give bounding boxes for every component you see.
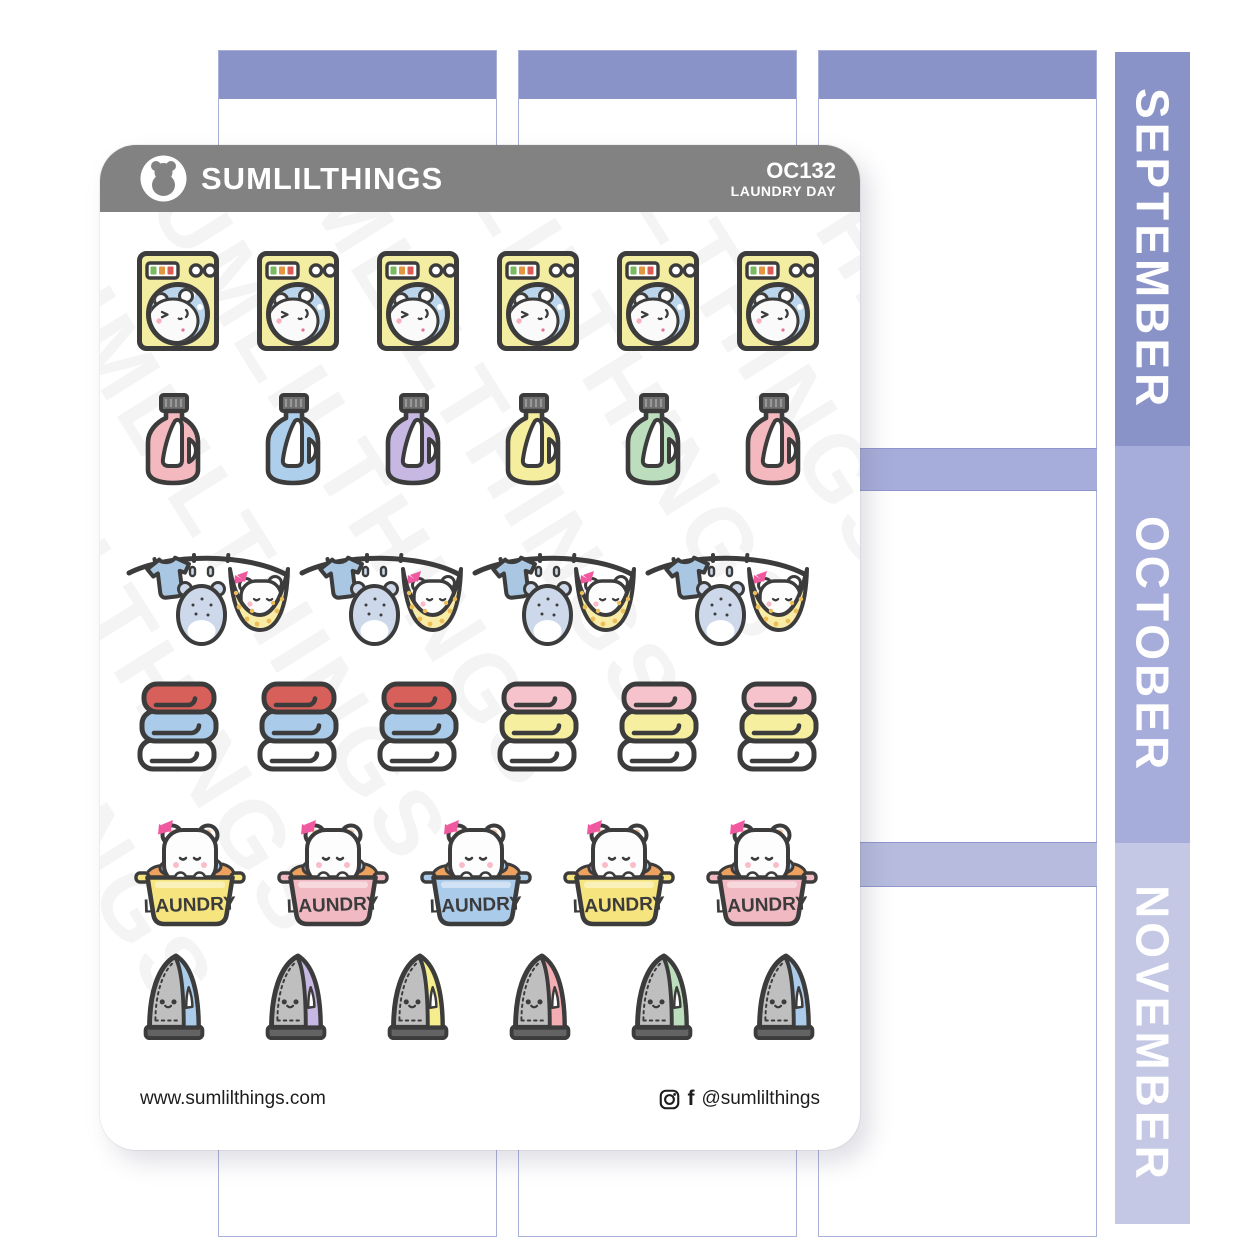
sticker-towel-stack	[733, 681, 821, 773]
social-handle: @sumlilthings	[701, 1088, 820, 1109]
svg-text:LAUNDRY: LAUNDRY	[715, 893, 808, 917]
sticker-clothesline-hamsters	[645, 537, 809, 661]
sticker-laundry-basket: LAUNDRY	[134, 818, 246, 930]
sticker-detergent-bottle	[140, 392, 206, 488]
sticker-washing-machine	[136, 250, 220, 352]
sticker-washing-machine	[376, 250, 460, 352]
sticker-towel-stack	[133, 681, 221, 773]
sticker-washing-machine	[616, 250, 700, 352]
sticker-clothesline-hamsters	[299, 537, 463, 661]
tab-september-label: SEPTEMBER	[1126, 87, 1179, 411]
tab-october: OCTOBER	[1115, 446, 1190, 843]
website-url: www.sumlilthings.com	[140, 1088, 326, 1109]
sticker-washing-machine	[496, 250, 580, 352]
sticker-towel-stack	[493, 681, 581, 773]
svg-text:LAUNDRY: LAUNDRY	[286, 893, 379, 917]
brand-hamster-logo-icon	[140, 155, 187, 202]
sticker-detergent-bottle	[500, 392, 566, 488]
sticker-iron	[748, 952, 820, 1042]
sticker-washing-machine	[256, 250, 340, 352]
sticker-washing-machine	[736, 250, 820, 352]
sticker-iron	[260, 952, 332, 1042]
row-washing-machines	[136, 250, 820, 352]
tab-september: SEPTEMBER	[1115, 52, 1190, 446]
tab-october-label: OCTOBER	[1126, 515, 1179, 774]
sticker-detergent-bottle	[380, 392, 446, 488]
sticker-towel-stack	[253, 681, 341, 773]
sticker-sheet: SUMLILTHINGS OC132 LAUNDRY DAY SUMLILTHI…	[100, 145, 860, 1150]
row-laundry-baskets: LAUNDRY LAUNDRY LAUNDRY LAUNDRY LAUNDRY	[134, 818, 818, 930]
planner-column-header	[219, 51, 496, 99]
row-towel-stacks	[133, 681, 821, 773]
facebook-icon: f	[687, 1086, 695, 1110]
sticker-iron	[382, 952, 454, 1042]
sticker-detergent-bottle	[620, 392, 686, 488]
sheet-header: SUMLILTHINGS OC132 LAUNDRY DAY	[100, 145, 860, 212]
sticker-detergent-bottle	[740, 392, 806, 488]
instagram-icon	[660, 1089, 680, 1109]
sticker-clothesline-hamsters	[472, 537, 636, 661]
row-irons	[138, 952, 820, 1042]
sheet-footer: www.sumlilthings.com f @sumlilthings	[140, 1088, 820, 1110]
planner-column-header	[819, 51, 1096, 99]
sticker-laundry-basket: LAUNDRY	[706, 818, 818, 930]
sticker-detergent-bottle	[260, 392, 326, 488]
row-clotheslines	[126, 537, 809, 661]
sticker-clothesline-hamsters	[126, 537, 290, 661]
sheet-sku: OC132	[766, 157, 836, 183]
sticker-iron	[138, 952, 210, 1042]
tab-november: NOVEMBER	[1115, 843, 1190, 1224]
sticker-laundry-basket: LAUNDRY	[563, 818, 675, 930]
planner-column-header	[519, 51, 796, 99]
sticker-iron	[626, 952, 698, 1042]
sticker-laundry-basket: LAUNDRY	[420, 818, 532, 930]
planner-section-bar	[818, 448, 1097, 491]
svg-text:LAUNDRY: LAUNDRY	[143, 893, 236, 917]
brand-name: SUMLILTHINGS	[201, 160, 444, 196]
sticker-laundry-basket: LAUNDRY	[277, 818, 389, 930]
sticker-iron	[504, 952, 576, 1042]
svg-text:LAUNDRY: LAUNDRY	[572, 893, 665, 917]
planner-section-bar	[818, 842, 1097, 887]
svg-text:LAUNDRY: LAUNDRY	[429, 893, 522, 917]
sticker-towel-stack	[373, 681, 461, 773]
tab-november-label: NOVEMBER	[1126, 884, 1179, 1183]
sticker-towel-stack	[613, 681, 701, 773]
sheet-title: LAUNDRY DAY	[730, 183, 836, 200]
row-detergent-bottles	[140, 392, 806, 488]
